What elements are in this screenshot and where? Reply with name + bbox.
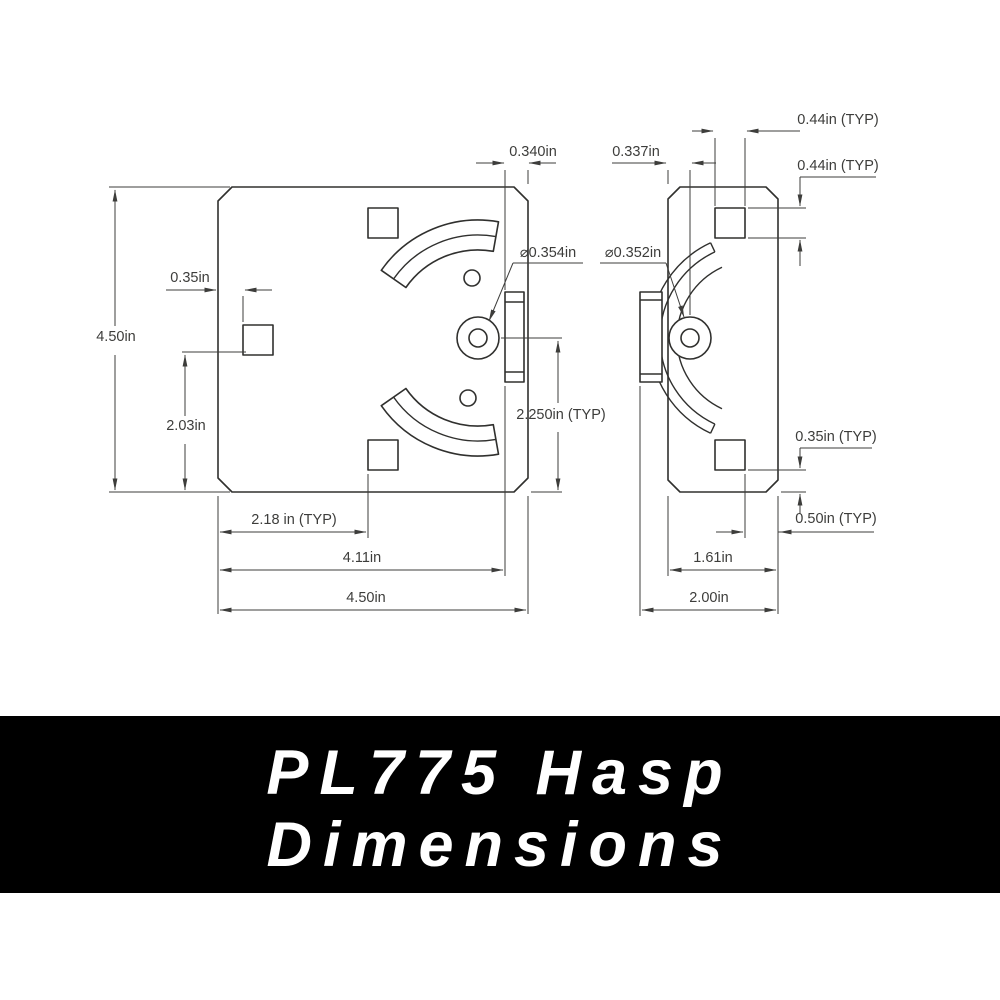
dim-body-width: 1.61in: [667, 496, 777, 576]
dim-side-hole-diameter: ⌀0.352in: [600, 245, 685, 318]
mount-square-bottom: [367, 439, 399, 471]
upper-slot-mid-line: [393, 234, 497, 280]
center-hole-inner: [468, 328, 488, 348]
lower-curved-slot: [380, 387, 500, 457]
dim-side-width: 2.00in: [639, 386, 779, 616]
dim-square-height: 0.44in (TYP): [748, 158, 879, 266]
side-view: [639, 186, 779, 493]
dim-mount-offset: 0.35in: [166, 270, 272, 322]
dim-square-width-label: 0.44in (TYP): [797, 112, 878, 128]
dim-staple-offset: 0.340in: [476, 144, 557, 290]
lower-small-hole: [459, 389, 477, 407]
side-view-dimensions: 0.337in 0.44in (TYP) 0.44in (TYP) ⌀0.352…: [600, 112, 879, 616]
upper-curved-slot: [380, 219, 500, 289]
dim-side-width-label: 2.00in: [689, 590, 729, 606]
dim-mount-spacing-label: 2.18 in (TYP): [251, 512, 336, 528]
staple-front-ticks: [640, 299, 662, 375]
lower-slot-mid-line: [393, 396, 497, 442]
mount-square-left: [242, 324, 274, 356]
dim-width-label: 4.50in: [346, 590, 386, 606]
staple-edge-ticks: [505, 301, 524, 373]
title-banner: PL775 Hasp Dimensions: [0, 716, 1000, 893]
staple-edge-view: [504, 291, 525, 383]
dim-mount-height: 2.03in: [166, 351, 246, 491]
staple-front: [639, 291, 663, 383]
dim-height: 4.50in: [96, 186, 230, 493]
dim-hole-diameter-label: ⌀0.354in: [520, 245, 576, 261]
dim-staple-position-label: 4.11in: [343, 550, 381, 566]
dim-staple-position: 4.11in: [219, 386, 506, 576]
dim-mount-offset-label: 0.35in: [170, 270, 210, 286]
front-view: [217, 186, 529, 493]
knuckle-end-caps: [709, 242, 716, 434]
dim-body-width-label: 1.61in: [693, 550, 733, 566]
dim-hole-to-bottom-label: 2.250in (TYP): [516, 407, 605, 423]
dim-square-to-bottom: 0.35in (TYP): [748, 429, 877, 514]
dim-height-label: 4.50in: [96, 329, 136, 345]
dim-staple-offset-label: 0.340in: [509, 144, 557, 160]
side-square-bottom: [714, 439, 746, 471]
dim-side-hole-diameter-label: ⌀0.352in: [605, 245, 661, 261]
dim-mount-spacing: 2.18 in (TYP): [217, 474, 369, 614]
dim-hole-diameter: ⌀0.354in: [488, 245, 583, 322]
upper-small-hole: [463, 269, 481, 287]
front-plate: [217, 186, 529, 493]
front-view-dimensions: 0.340in 0.35in 4.50in 2.03in ⌀0.35: [96, 144, 606, 614]
banner-background: [0, 716, 1000, 893]
dim-square-width: 0.44in (TYP): [692, 112, 879, 206]
title-line-1: PL775 Hasp: [266, 738, 733, 808]
dim-square-to-bottom-label: 0.35in (TYP): [795, 429, 876, 445]
mount-square-top: [367, 207, 399, 239]
dim-edge-margin-label: 0.50in (TYP): [795, 511, 876, 527]
dim-mount-height-label: 2.03in: [166, 418, 206, 434]
dim-edge-to-hole-label: 0.337in: [612, 144, 660, 160]
dim-square-height-label: 0.44in (TYP): [797, 158, 878, 174]
side-square-top: [714, 207, 746, 239]
side-hole-inner: [680, 328, 700, 348]
dim-edge-margin: 0.50in (TYP): [716, 474, 877, 538]
dim-edge-to-hole: 0.337in: [612, 144, 716, 315]
dim-width: 4.50in: [219, 496, 529, 614]
title-line-2: Dimensions: [266, 810, 733, 880]
dim-hole-to-bottom: 2.250in (TYP): [501, 337, 606, 493]
